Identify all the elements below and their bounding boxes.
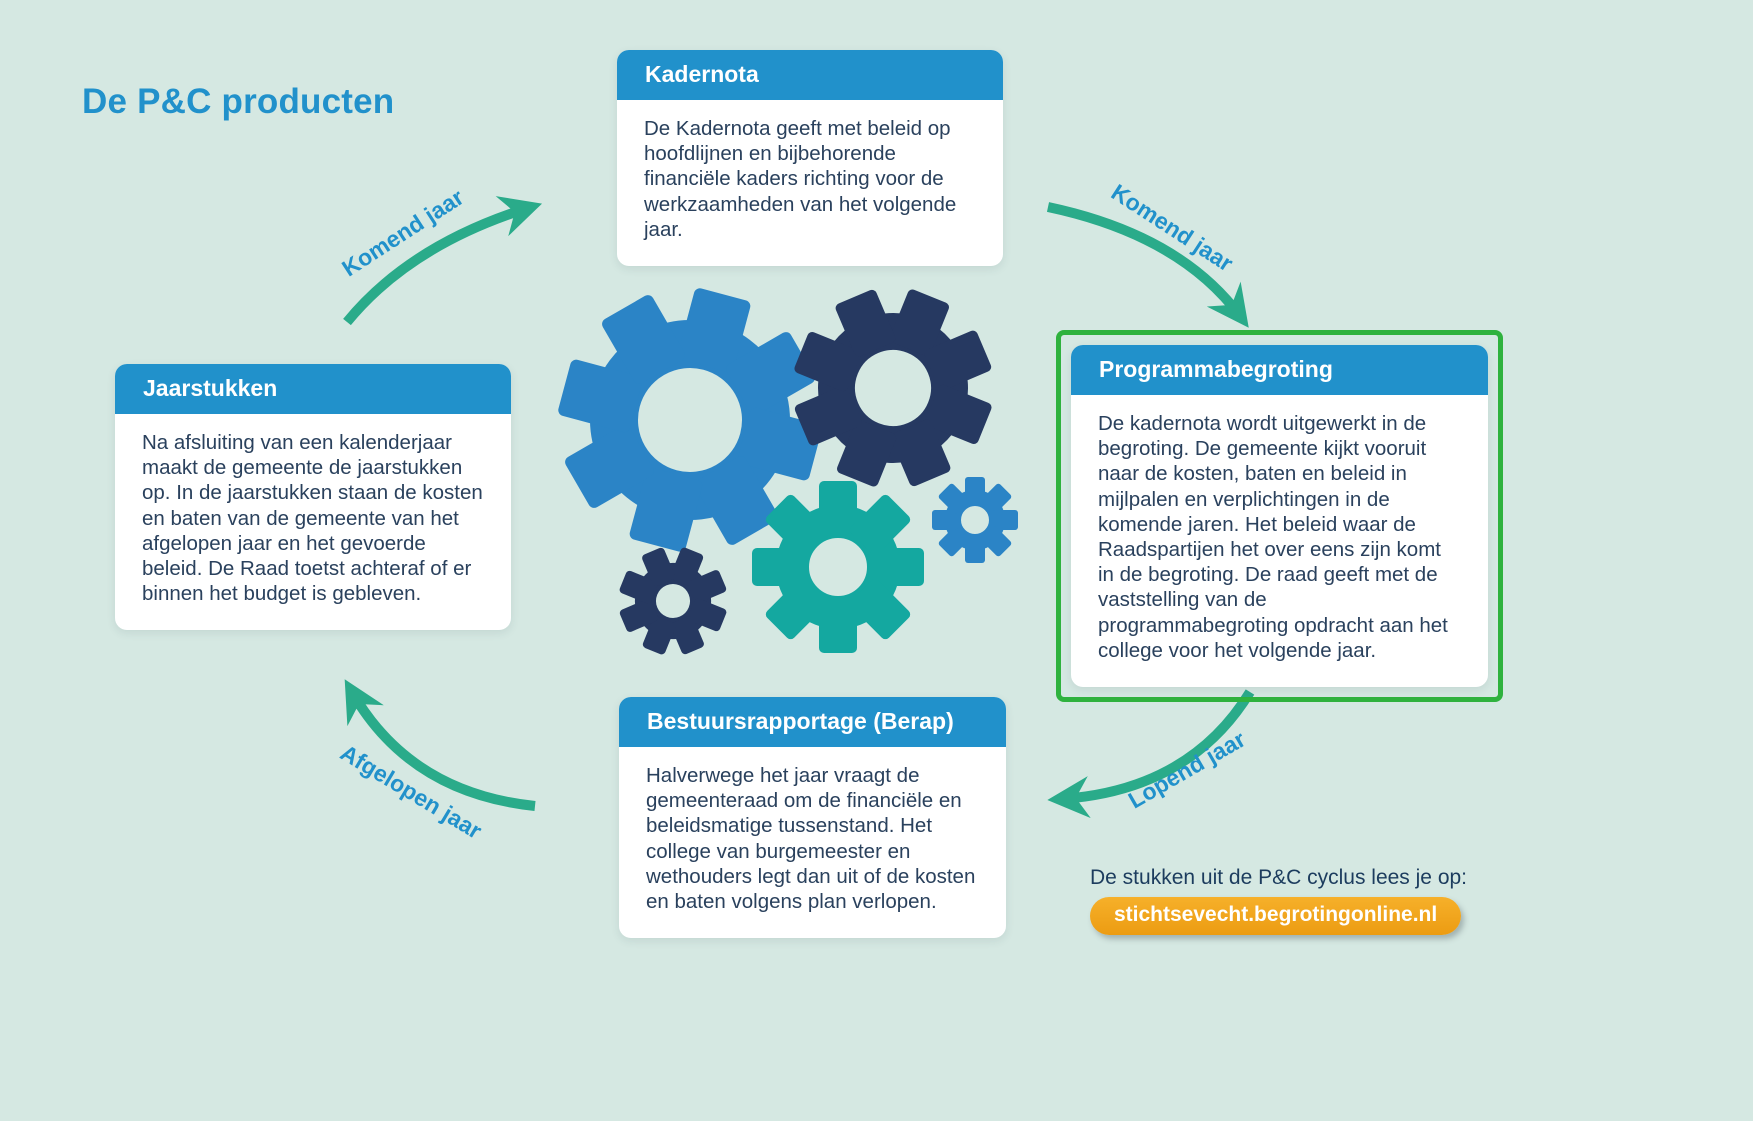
card-jaarstukken-title: Jaarstukken	[143, 375, 278, 401]
card-kadernota-body: De Kadernota geeft met beleid op hoofdli…	[644, 117, 957, 241]
arrow-jaarstukken-to-kadernota	[343, 196, 543, 326]
card-kadernota: Kadernota De Kadernota geeft met beleid …	[617, 50, 1003, 267]
gear-icon	[752, 481, 924, 653]
card-programmabegroting: Programmabegroting De kadernota wordt ui…	[1071, 345, 1488, 688]
card-jaarstukken-header: Jaarstukken	[115, 364, 511, 414]
card-bestuursrapportage: Bestuursrapportage (Berap) Halverwege he…	[619, 697, 1006, 939]
card-kadernota-title: Kadernota	[645, 61, 759, 87]
page-title: De P&C producten	[82, 82, 395, 121]
gear-icon	[619, 547, 727, 655]
gear-icon	[932, 477, 1018, 563]
gear-icon	[558, 288, 822, 552]
arrow-kadernota-to-programmabegroting	[1046, 202, 1249, 328]
gear-icon	[794, 289, 992, 487]
card-bestuursrapportage-header: Bestuursrapportage (Berap)	[619, 697, 1006, 747]
card-programmabegroting-body: De kadernota wordt uitgewerkt in de begr…	[1098, 412, 1448, 662]
card-programmabegroting-title: Programmabegroting	[1099, 356, 1333, 382]
card-bestuursrapportage-title: Bestuursrapportage (Berap)	[647, 708, 954, 734]
highlight-border-programmabegroting: Programmabegroting De kadernota wordt ui…	[1056, 330, 1503, 703]
card-jaarstukken: Jaarstukken Na afsluiting van een kalend…	[115, 364, 511, 631]
arrow-programmabegroting-to-berap	[1047, 689, 1255, 819]
card-programmabegroting-header: Programmabegroting	[1071, 345, 1488, 395]
footer-link[interactable]: stichtsevecht.begrotingonline.nl	[1090, 897, 1462, 935]
card-jaarstukken-body: Na afsluiting van een kalenderjaar maakt…	[142, 431, 483, 606]
card-kadernota-header: Kadernota	[617, 50, 1003, 100]
card-bestuursrapportage-body: Halverwege het jaar vraagt de gemeentera…	[646, 764, 976, 914]
arrow-berap-to-jaarstukken	[344, 679, 536, 811]
footer-text: De stukken uit de P&C cyclus lees je op:	[1090, 866, 1468, 889]
